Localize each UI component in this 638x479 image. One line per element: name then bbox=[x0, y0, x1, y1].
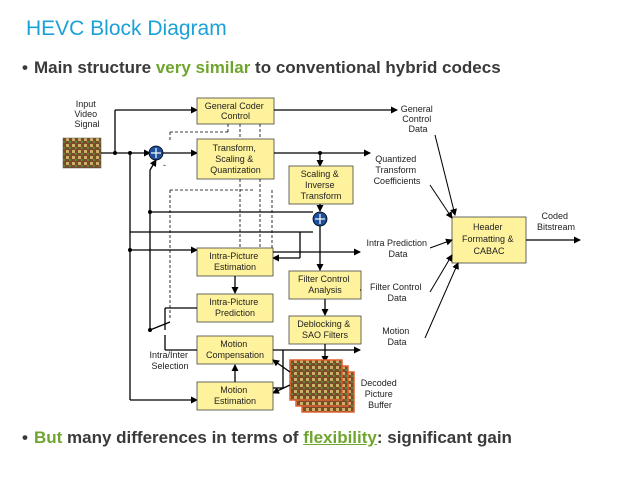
svg-text:Header Formatting &: Header Formatting & CABAC bbox=[462, 222, 516, 256]
minus-sign: - bbox=[163, 160, 166, 170]
transform-scaling-quantization-block: Transform, Scaling & Quantization bbox=[196, 138, 275, 180]
bullet-differences: • But many differences in terms of flexib… bbox=[22, 428, 512, 448]
bullet-dot: • bbox=[22, 58, 28, 77]
deblocking-sao-filters-block: Deblocking & SAO Filters bbox=[288, 315, 362, 345]
intra-picture-estimation-block: Intra-Picture Estimation bbox=[196, 247, 274, 277]
scaling-inverse-transform-block: Scaling & Inverse Transform bbox=[288, 165, 354, 205]
intra-prediction-data-label: Intra Prediction Data bbox=[366, 238, 429, 259]
input-video-thumbnail bbox=[62, 137, 102, 169]
bullet2-highlight-but: But bbox=[33, 428, 63, 447]
intra-inter-switch bbox=[148, 321, 171, 332]
bullet1-highlight: very similar bbox=[155, 58, 251, 77]
decoded-picture-buffer-label: Decoded Picture Buffer bbox=[361, 378, 400, 410]
svg-text:Motion Estimation: Motion Estimation bbox=[214, 385, 256, 406]
motion-data-label: Motion Data bbox=[382, 326, 412, 347]
svg-text:Scaling & Inverse: Scaling & Inverse Transform bbox=[301, 169, 342, 201]
bullet2-suffix: : significant gain bbox=[376, 428, 512, 447]
filter-control-analysis-block: Filter Control Analysis bbox=[288, 270, 362, 300]
bullet1-suffix: to conventional hybrid codecs bbox=[250, 58, 501, 77]
input-video-label: Input Video Signal bbox=[74, 99, 99, 129]
intra-picture-prediction-block: Intra-Picture Prediction bbox=[196, 293, 274, 323]
motion-compensation-block: Motion Compensation bbox=[196, 335, 274, 365]
bullet1-prefix: Main structure bbox=[33, 58, 156, 77]
decoded-picture-buffer-images bbox=[289, 359, 355, 413]
svg-text:Deblocking & SAO Filters: Deblocking & SAO Filters bbox=[297, 319, 353, 340]
svg-text:Motion Compensation: Motion Compensation bbox=[206, 339, 264, 360]
svg-text:Intra-Picture Estimation: Intra-Picture Estimation bbox=[209, 251, 261, 272]
svg-text:Transform, Scaling &: Transform, Scaling & Quantization bbox=[210, 143, 261, 175]
slide-title: HEVC Block Diagram bbox=[26, 17, 227, 40]
svg-text:Filter Control Analysis: Filter Control Analysis bbox=[298, 274, 352, 295]
header-formatting-cabac-block: Header Formatting & CABAC bbox=[451, 216, 527, 264]
general-coder-control-block: General Coder Control bbox=[196, 97, 275, 125]
intra-inter-selection-label: Intra/Inter Selection bbox=[149, 350, 190, 371]
svg-text:Intra-Picture Prediction: Intra-Picture Prediction bbox=[209, 297, 261, 318]
bullet-main-structure: • Main structure very similar to conventi… bbox=[22, 58, 501, 78]
bullet-dot: • bbox=[22, 428, 28, 447]
svg-text:General Coder Control: General Coder Control bbox=[205, 101, 267, 121]
coded-bitstream-label: Coded Bitstream bbox=[537, 211, 575, 232]
general-control-data-label: General Control Data bbox=[401, 104, 436, 134]
filter-control-data-label: Filter Control Data bbox=[370, 282, 424, 303]
bullet2-middle: many differences in terms of bbox=[62, 428, 304, 447]
bullet2-highlight-flexibility: flexibility bbox=[303, 428, 377, 447]
subtraction-adder bbox=[148, 145, 164, 161]
motion-estimation-block: Motion Estimation bbox=[196, 381, 274, 411]
reconstruction-adder bbox=[312, 211, 328, 227]
quantized-coefficients-label: Quantized Transform Coefficients bbox=[374, 154, 421, 186]
